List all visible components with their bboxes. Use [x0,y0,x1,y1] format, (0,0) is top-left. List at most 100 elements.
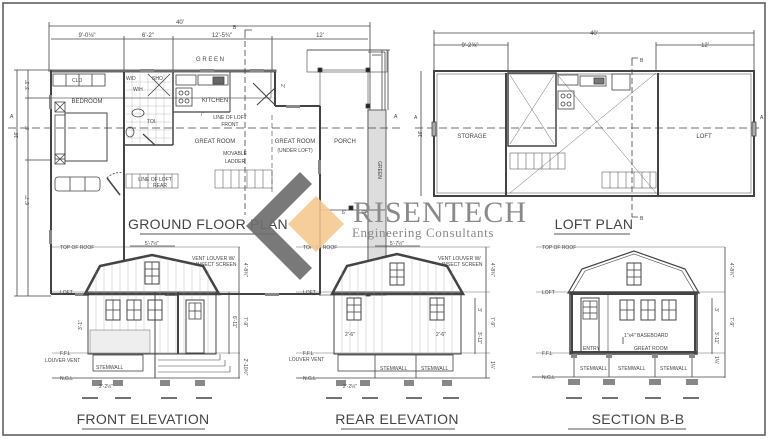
rear-level-loft: LOFT [303,290,316,296]
front-label-vent-1: VENT LOUVER W/ [192,256,235,262]
section-level-ngl: N.G.L [542,375,555,381]
rear-label-stemwall-2: STEMWALL [421,366,449,372]
front-dim-wall-h: 7'-9" [242,317,248,327]
dim-left-top: 3'-3" [25,80,31,90]
rear-label-vent-2: INSECT SCREEN [442,262,483,268]
section-dim-wall-h: 7'-9" [728,317,734,327]
label-shower: SHO [152,76,163,82]
label-green-top: G R E E N [196,57,224,63]
label-wh: W/H [133,87,143,93]
section-label-baseboard: 1"x4" BASEBOARD [624,333,669,339]
watermark-tagline: Engineering Consultants [352,225,494,240]
section-label-stemwall-3: STEMWALL [660,366,688,372]
dim-porch-step1: 6' [342,210,346,216]
chevron-logo-icon [246,172,312,280]
dim-porch-step2: 2'-6" [356,210,366,216]
rear-dim-floor-h: 1¼' [489,361,495,369]
front-label-stemwall: STEMWALL [96,365,124,371]
rear-dim-wall-h: 7'-9" [489,317,495,327]
label-loft: LOFT [696,134,712,140]
section-dim-sill-h: 3'-11" [713,332,719,345]
rear-dim-ridge-width: 5'-7½" [390,240,404,247]
label-great-room: GREAT ROOM [195,139,235,145]
label-line-loft-rear-2: REAR [153,183,167,189]
rear-label-vent-1: VENT LOUVER W/ [438,256,481,262]
watermark-company: RISENTECH [353,196,527,229]
title-ground-floor-plan: GROUND FLOOR PLAN [128,216,288,232]
rear-dim-win-h: 3' [476,308,482,312]
section-dim-roof-h: 4'-8¾" [728,263,734,277]
section-level-ffl: F.F.L [542,351,553,357]
label-storage: STORAGE [457,134,486,140]
dim-stair: 2' [279,84,285,88]
section-label-entry: ENTRY [583,346,601,352]
front-dim-foundation-h: 2'-10½" [242,359,249,376]
loft-dim-seg1: 9'-2⅝" [462,43,479,49]
label-green-side: GREEN [376,161,382,179]
rear-dim-win-w-left: 2'-6" [345,332,355,338]
front-dim-roof-h: 4'-8¾" [242,263,248,277]
label-great-room-under-1: GREAT ROOM [275,139,315,145]
label-kitchen: KITCHEN [202,98,228,104]
front-dim-rail-h: 3'-1" [78,320,84,330]
ground-floor-plan [8,22,400,297]
rear-dim-roof-h: 4'-8¾" [489,263,495,277]
loft-section-mark-a-right: A [760,115,764,121]
dim-seg4: 12' [316,33,324,39]
front-elevation-labels: TOP OF ROOF LOFT F.F.L N.G.L LOUVER VENT… [45,240,249,430]
dim-left-mid: 6' [25,126,31,130]
rear-dim-stemwall-w: 2'-2½" [343,383,357,390]
loft-section-mark-b-bottom: B [640,216,644,222]
rear-label-stemwall-1: STEMWALL [380,366,408,372]
front-level-ngl: N.G.L [60,376,73,382]
rear-label-louver-vent: LOUVER VENT [289,357,324,363]
title-loft-plan: LOFT PLAN [555,216,634,232]
rear-level-ffl: F.F.L [303,351,314,357]
label-closet: CLO [72,78,82,84]
rear-level-top-of-roof: TOP OF ROOF [303,245,337,251]
loft-plan-labels: 40' 9'-2⅝" 12' 16' STORAGE LOFT B B A A … [414,31,764,235]
section-label-stemwall-2: STEMWALL [618,366,646,372]
section-bb-labels: TOP OF ROOF LOFT F.F.L N.G.L 1"x4" BASEB… [542,245,734,430]
label-movable-ladder-1: MOVABLE [223,151,247,157]
label-line-loft-front-1: LINE OF LOFT [213,115,247,121]
dim-seg1: 9'-0⅛" [79,33,96,39]
front-level-loft: LOFT [60,290,73,296]
section-mark-a-right: A [394,114,398,120]
diamond-logo-icon [288,196,344,252]
loft-dim-depth: 16' [418,131,424,138]
front-dim-door-h: 6'-11" [231,316,237,329]
section-bb [532,246,726,399]
label-movable-ladder-2: LADDER [225,159,246,165]
dim-seg2: 6'-2" [142,33,154,39]
section-mark-b-top: B [233,25,237,31]
rear-elevation [296,245,490,399]
label-line-loft-rear-1: LINE OF LOFT [138,177,172,183]
front-level-top-of-roof: TOP OF ROOF [60,245,94,251]
section-label-great-room: GREAT ROOM [634,346,668,352]
dim-overall: 40' [176,20,184,26]
title-rear-elevation: REAR ELEVATION [335,411,459,427]
rear-level-ngl: N.G.L [303,376,316,382]
title-front-elevation: FRONT ELEVATION [77,411,210,427]
front-label-louver-vent: LOUVER VENT [45,358,80,364]
loft-dim-seg2: 12' [701,43,709,49]
rear-elevation-labels: TOP OF ROOF LOFT F.F.L N.G.L LOUVER VENT… [289,240,495,430]
rear-dim-win-w-right: 2'-6" [436,332,446,338]
watermark-logo: RISENTECH Engineering Consultants [246,172,527,280]
label-porch: PORCH [334,139,356,145]
label-bedroom: BEDROOM [71,99,102,105]
front-dim-stemwall-w: 2'-2½" [99,383,113,390]
section-dim-floor-h: 1¼' [713,356,719,364]
section-dim-win-h: 3' [713,308,719,312]
section-level-loft: LOFT [542,290,555,296]
front-label-vent-2: INSECT SCREEN [196,262,237,268]
section-label-stemwall-1: STEMWALL [580,366,608,372]
label-line-loft-front-2: FRONT [221,122,238,128]
label-wd: W/D [126,76,136,82]
loft-plan [415,30,760,218]
ground-floor-labels: 40' 9'-0⅛" 6'-2" 12'-5¾" 12' B G R E E N… [10,20,398,235]
loft-section-mark-a-left: A [414,115,418,121]
